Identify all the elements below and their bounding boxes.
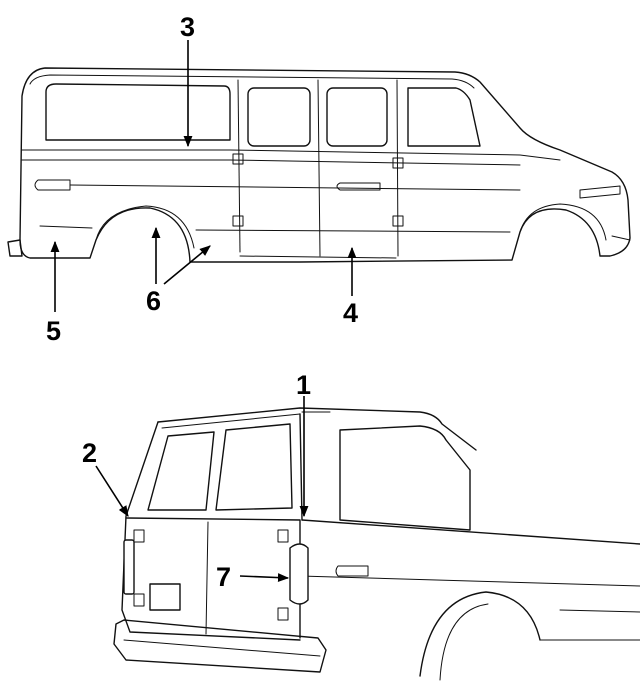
callout-3: 3 <box>180 12 195 42</box>
callout-2: 2 <box>82 438 97 468</box>
van-rear-view <box>113 407 640 681</box>
van-side-view <box>7 67 631 263</box>
side-view-leaders <box>50 40 357 312</box>
callout-1: 1 <box>296 370 311 400</box>
callout-5: 5 <box>46 316 61 346</box>
rear-view-leaders <box>95 396 309 583</box>
callout-7: 7 <box>216 562 231 592</box>
callout-6: 6 <box>146 286 161 316</box>
callout-labels: 1 2 3 4 5 6 7 <box>46 12 358 592</box>
callout-4: 4 <box>343 298 358 328</box>
